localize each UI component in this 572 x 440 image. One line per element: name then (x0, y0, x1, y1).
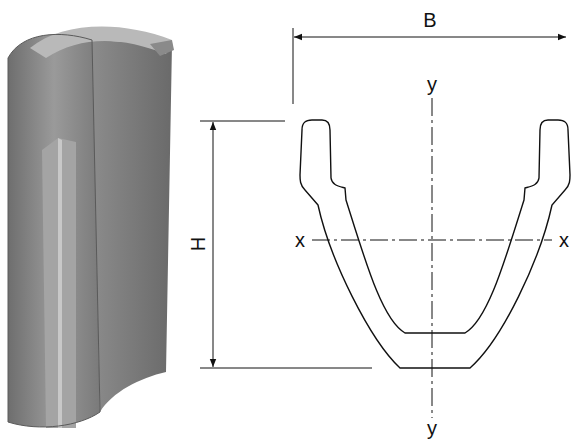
axis-line (312, 240, 552, 241)
dimension-line (294, 37, 566, 38)
extension-line (200, 121, 285, 122)
dimension-label: H (188, 237, 208, 251)
axis-label: x (295, 230, 305, 250)
cross-section (300, 120, 570, 368)
axis-label: y (427, 74, 437, 94)
dimension-line (213, 122, 214, 367)
axis-line (432, 98, 433, 418)
dimension-label: B (423, 10, 436, 30)
axis-label: y (427, 418, 437, 438)
axis-label: x (559, 230, 569, 250)
extension-line (293, 28, 294, 104)
extension-line (200, 368, 372, 369)
profile-rendering (8, 27, 174, 428)
